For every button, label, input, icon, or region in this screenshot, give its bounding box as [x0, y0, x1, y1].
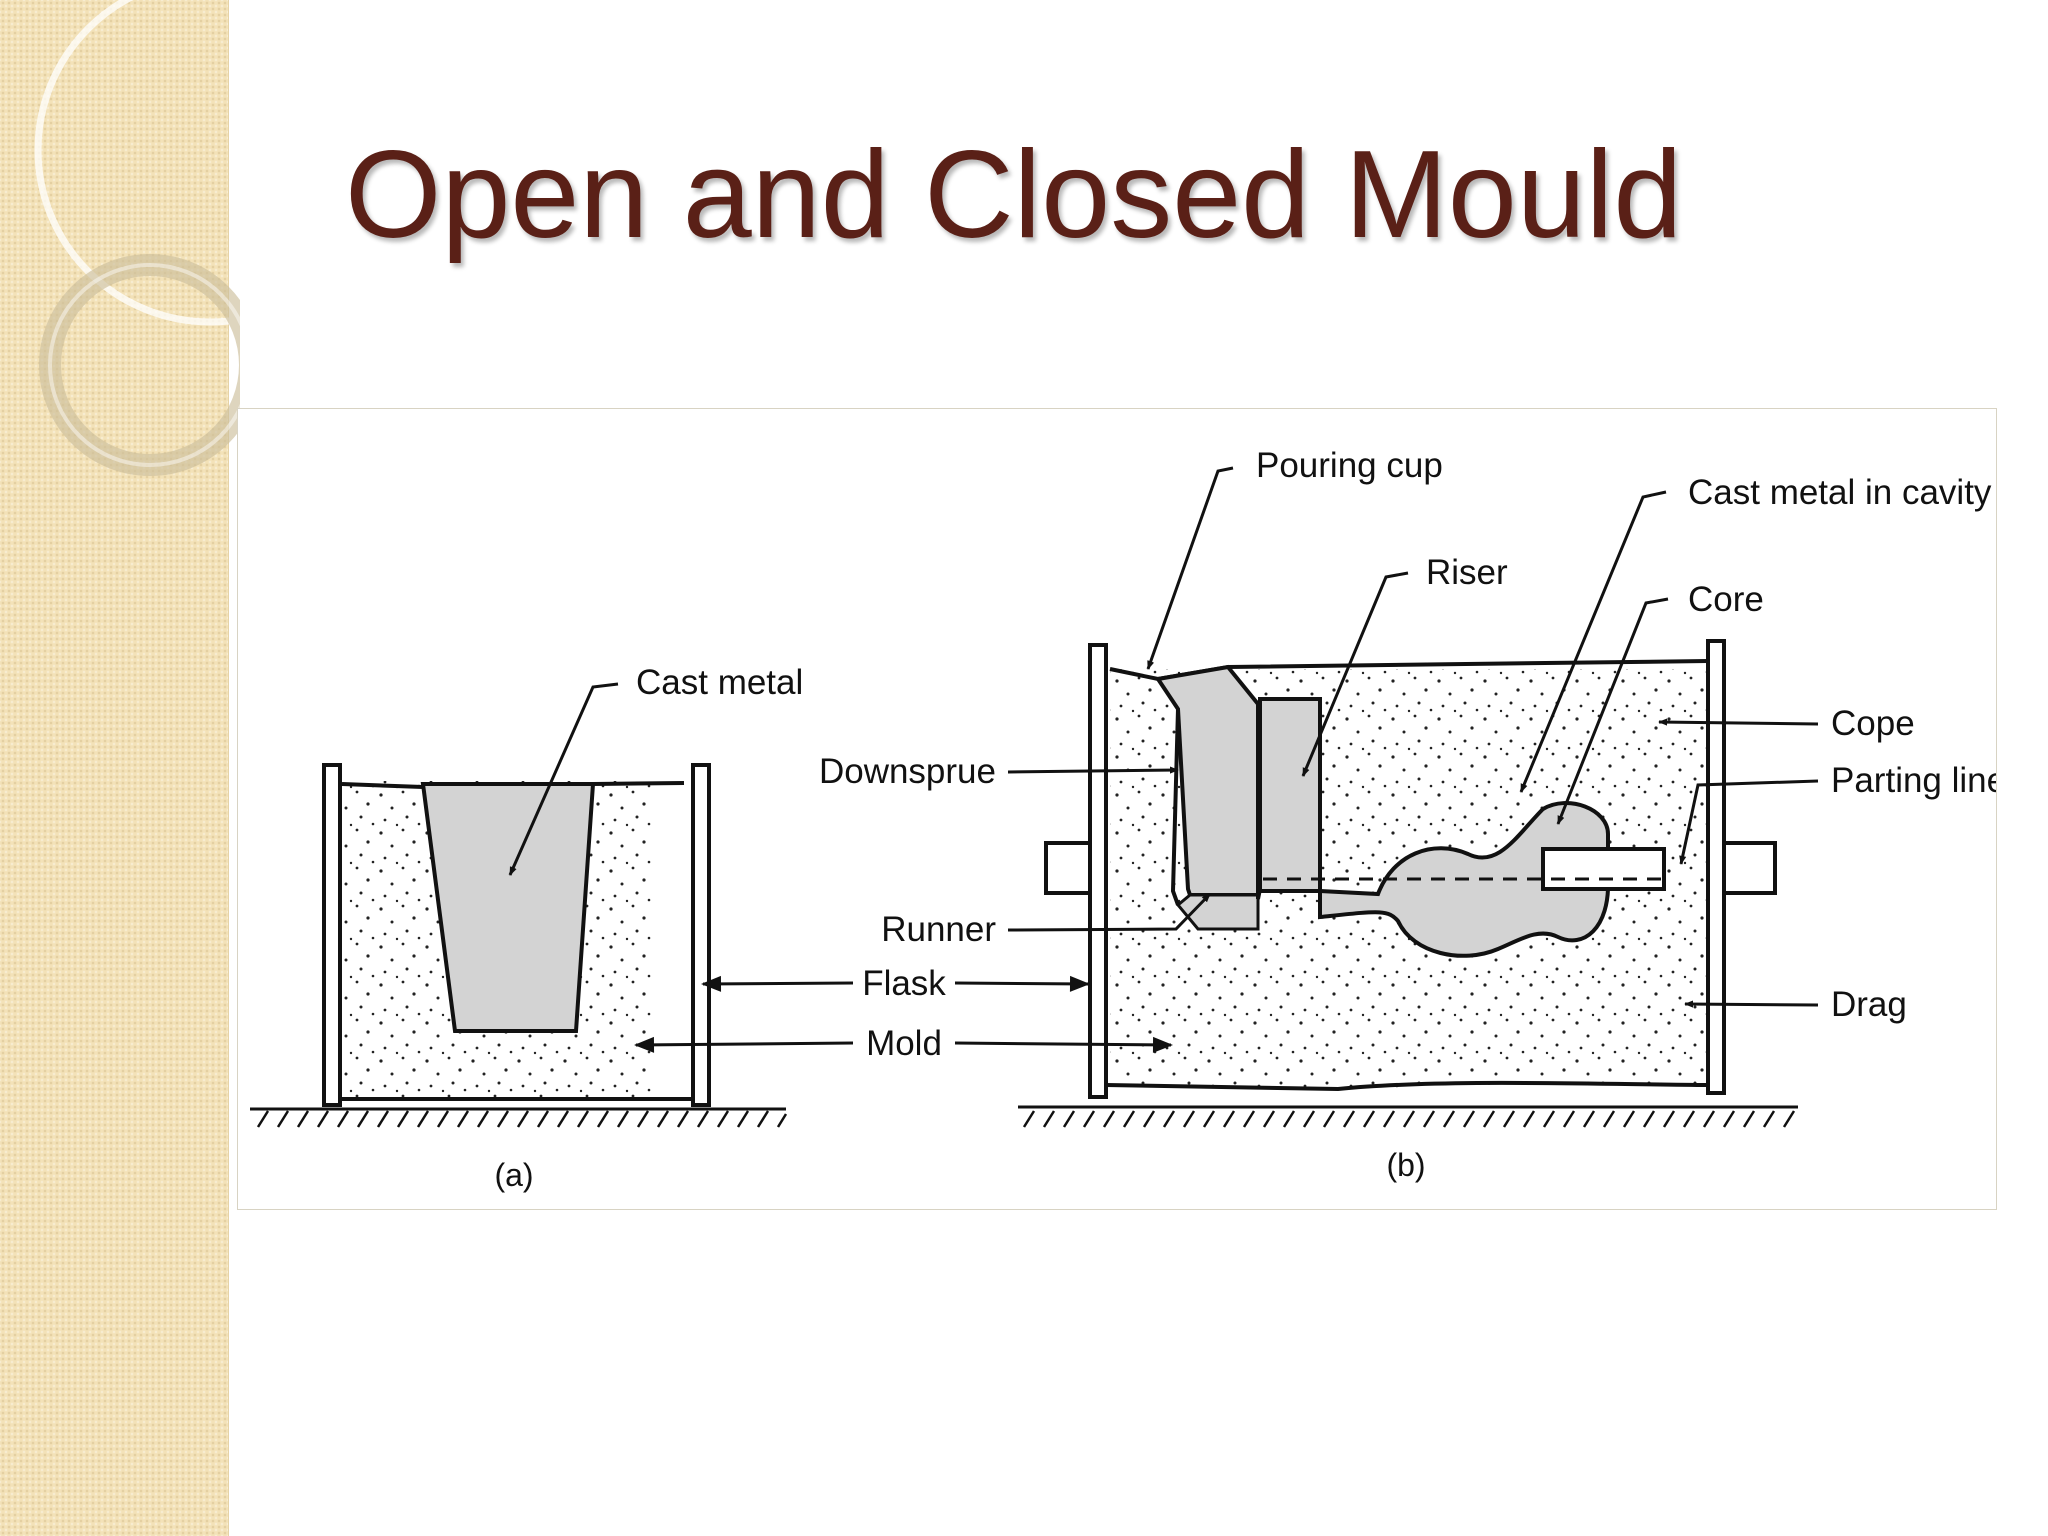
label-mold: Mold — [866, 1024, 942, 1063]
decorative-sidebar — [0, 0, 229, 1536]
closed-mould — [1018, 639, 1798, 1128]
open-mould — [250, 763, 788, 1128]
slide-title: Open and Closed Mould — [345, 126, 1683, 264]
caption-a: (a) — [494, 1157, 533, 1193]
caption-b: (b) — [1386, 1147, 1425, 1183]
label-riser: Riser — [1426, 553, 1508, 592]
label-parting-line: Parting line — [1831, 761, 1996, 800]
label-drag: Drag — [1831, 985, 1907, 1024]
label-runner: Runner — [881, 910, 996, 949]
label-core: Core — [1688, 580, 1764, 619]
label-pouring-cup: Pouring cup — [1256, 446, 1443, 485]
leader-lines — [508, 466, 1819, 1053]
label-cope: Cope — [1831, 704, 1915, 743]
label-cast-metal: Cast metal — [636, 663, 803, 702]
label-flask: Flask — [862, 964, 946, 1003]
label-downsprue: Downsprue — [819, 752, 996, 791]
mould-diagram: Cast metal Pouring cup Riser Cast metal … — [237, 408, 1997, 1210]
decorative-rings — [34, 0, 240, 476]
label-cast-metal-in-cavity: Cast metal in cavity — [1688, 473, 1992, 512]
